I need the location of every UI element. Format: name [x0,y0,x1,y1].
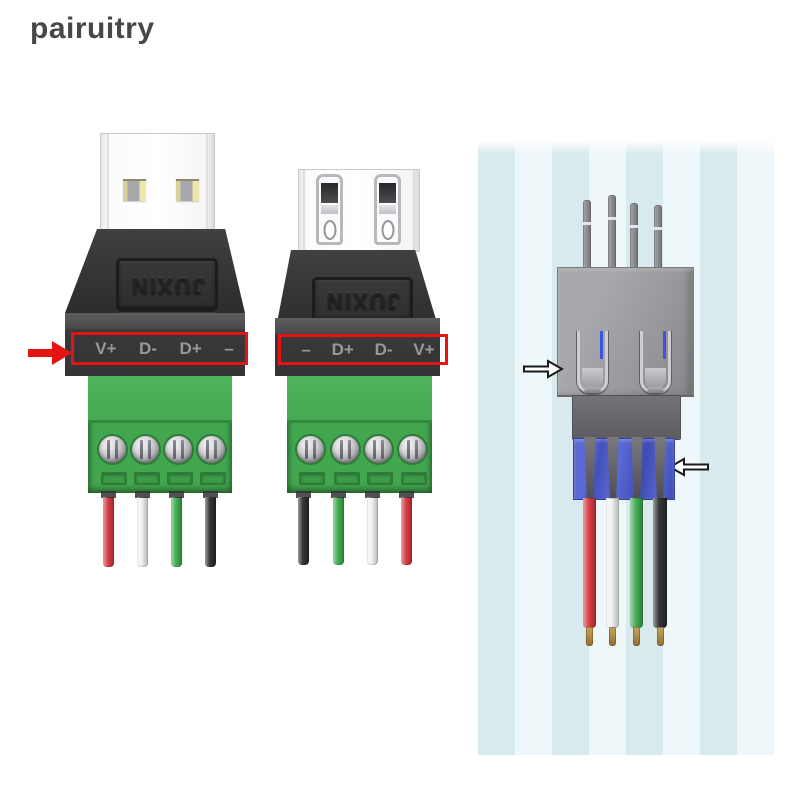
wire-green [331,491,346,565]
connector-housing-lower [65,313,245,376]
terminal-top-face [88,376,232,423]
insulator-pin [607,437,619,500]
connector-pin [654,205,662,268]
wire-green [630,498,643,628]
wire-green [169,491,184,567]
spring-contact-u [640,331,671,393]
terminal-label-minus: – [301,339,311,359]
terminal-slot [134,472,160,485]
terminal-screw [99,436,126,463]
terminal-label-dminus: D- [374,339,393,359]
shell-fold-line [107,134,109,231]
insulator-pin [631,437,643,500]
highlight-red-frame: V+ D- D+ – [71,332,248,365]
terminal-screw [165,436,192,463]
terminal-label-minus: – [224,338,234,358]
wire-black [296,491,311,565]
wire-black [653,498,667,628]
terminal-screw [399,436,426,463]
wire-red [399,491,414,565]
socket-spring-contact [316,174,343,245]
blue-wire-mark [600,331,603,359]
connector-housing-lower [275,318,440,376]
wire-red [101,491,116,567]
terminal-slot [200,472,226,485]
wire-white [606,498,619,628]
highlight-red-frame: – D+ D- V+ [278,334,448,365]
terminal-slot [334,472,360,485]
contact-hole [323,220,336,240]
red-arrow-icon [28,340,74,366]
usb-shell-cutaway-body [557,267,694,397]
terminal-label-dplus: D+ [331,339,354,359]
wire-tip [657,627,664,646]
connector-pin [583,200,591,268]
wire-black [203,491,218,567]
contact-hole [381,220,394,240]
shell-fold-line [413,170,415,251]
socket-spring-contact [374,174,401,245]
terminal-slot [167,472,193,485]
juxin-embossed-label: JUXIN [116,258,218,312]
usb-male-shell [100,133,215,232]
wire-tip [633,627,640,646]
wire-red [583,498,596,628]
insulator-pin [654,437,666,500]
pin-header-block [572,395,681,440]
terminal-label-vplus: V+ [413,339,435,359]
usb-contact-pad [123,179,146,201]
terminal-slot [299,472,325,485]
wire-tip [586,627,593,646]
terminal-label-vplus: V+ [95,338,117,358]
wire-white [365,491,380,565]
terminal-slot [101,472,127,485]
arrow-left-icon [668,456,710,478]
brand-logo-text: pairuitry [30,12,155,45]
connector-pin [608,195,616,268]
screw-terminal-block [88,376,232,493]
spring-contact-u [577,331,608,393]
insulator-pin [584,437,596,500]
terminal-screw [297,436,324,463]
arrow-right-icon [522,358,564,380]
terminal-screw [132,436,159,463]
terminal-top-face [287,376,432,423]
wire-tip [609,627,616,646]
shell-fold-line [206,134,208,231]
terminal-label-dplus: D+ [179,338,202,358]
usb-contact-pad [176,179,199,201]
wire-white [135,491,150,567]
terminal-screw [365,436,392,463]
connector-pin [630,203,638,268]
shell-fold-line [303,170,305,251]
terminal-slot [367,472,393,485]
terminal-screw [198,436,225,463]
terminal-screw [332,436,359,463]
screw-terminal-block [287,376,432,493]
usb-female-shell [298,169,420,252]
terminal-label-dminus: D- [139,338,157,358]
blue-wire-mark [663,331,666,359]
terminal-slot [401,472,427,485]
